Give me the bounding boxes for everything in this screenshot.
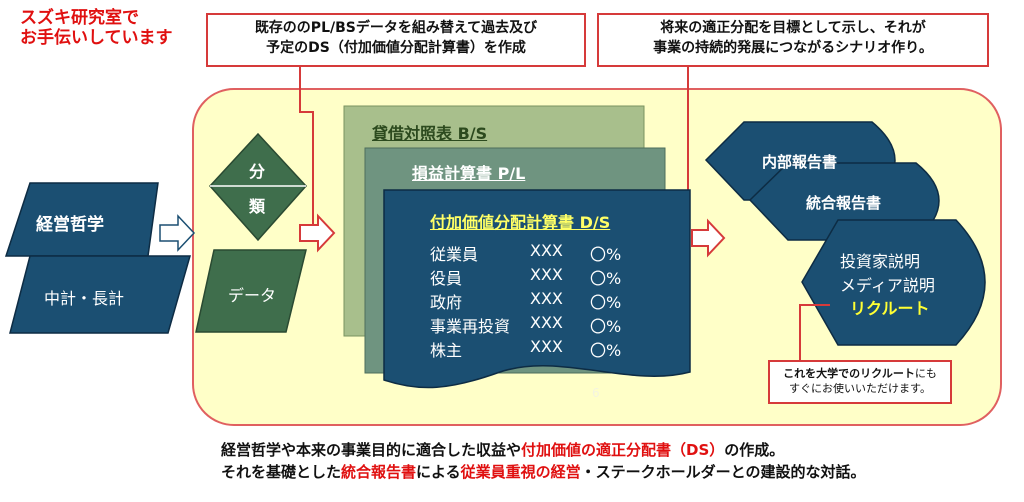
studio-title-line-1: スズキ研究室で xyxy=(20,8,139,28)
ds-row-pct: 〇% xyxy=(590,341,622,360)
ds-row-pct: 〇% xyxy=(590,293,622,312)
plans-shape xyxy=(9,255,191,334)
recruit-label: リクルート xyxy=(850,299,930,318)
recruit-note-line-1: これを大学でのリクルートにも xyxy=(770,366,950,381)
recruit-connector xyxy=(799,304,830,362)
bottom-line-2-red-1: 統合報告書 xyxy=(341,463,417,481)
recruit-note-line-2: すぐにお使いいただけます。 xyxy=(789,382,931,395)
ds-document xyxy=(383,189,691,389)
bottom-line-2-c: ・ステークホールダーとの建設的な対話。 xyxy=(580,463,866,481)
ds-row-pct: 〇% xyxy=(590,269,622,288)
ds-row-name: 株主 xyxy=(430,341,463,360)
classify-diamond xyxy=(208,132,308,242)
pl-title: 損益計算書 P/L xyxy=(412,164,526,183)
media-label: メディア説明 xyxy=(840,276,935,295)
data-shape xyxy=(195,249,307,333)
investor-label: 投資家説明 xyxy=(840,252,921,271)
recruit-note-rest: にも xyxy=(914,367,937,380)
internal-report-label: 内部報告書 xyxy=(762,153,838,171)
bottom-line-2-red-2: 従業員重視の経営 xyxy=(460,463,581,481)
callout-left-connector xyxy=(299,67,314,225)
callout-right-line-1: 将来の適正分配を目標として示し、それが xyxy=(660,20,926,36)
investor-report-shape xyxy=(801,219,986,346)
ds-row-amount: XXX xyxy=(530,313,563,332)
page-marker: 6 xyxy=(592,386,600,400)
ds-row-name: 政府 xyxy=(430,293,463,312)
recruit-note-bold: これを大学でのリクルート xyxy=(783,367,915,380)
callout-scenario: 将来の適正分配を目標として示し、それが 事業の持続的発展につながるシナリオ作り。 xyxy=(597,13,989,67)
ds-row-amount: XXX xyxy=(530,265,563,284)
ds-row-pct: 〇% xyxy=(590,317,622,336)
callout-left-line-1: 既存ののPL/BSデータを組み替えて過去及び xyxy=(254,20,538,36)
ds-row-amount: XXX xyxy=(530,241,563,260)
bottom-line-1-b: の作成。 xyxy=(724,441,785,459)
data-label: データ xyxy=(228,286,277,305)
integrated-report-label: 統合報告書 xyxy=(806,194,882,212)
ds-row-pct: 〇% xyxy=(590,245,622,264)
bottom-line-1-red: 付加価値の適正分配書（DS） xyxy=(521,441,725,459)
bottom-line-2-a: それを基礎とした xyxy=(221,463,342,481)
studio-title-line-2: お手伝いしています xyxy=(20,28,173,48)
plans-label: 中計・長計 xyxy=(44,289,125,308)
arrow-to-classify xyxy=(159,214,196,252)
ds-row-amount: XXX xyxy=(530,289,563,308)
arrow-to-statements xyxy=(299,213,336,253)
ds-title: 付加価値分配計算書 D/S xyxy=(430,213,611,232)
classify-label-1: 分 xyxy=(249,162,266,181)
bs-title: 貸借対照表 B/S xyxy=(372,124,488,143)
studio-title: スズキ研究室で お手伝いしています xyxy=(20,8,220,48)
recruit-note: これを大学でのリクルートにも すぐにお使いいただけます。 xyxy=(768,360,952,404)
bottom-line-2: それを基礎とした統合報告書による従業員重視の経営・ステークホールダーとの建設的な… xyxy=(221,461,1011,483)
bottom-line-2-b: による xyxy=(416,463,461,481)
callout-right-line-2: 事業の持続的発展につながるシナリオ作り。 xyxy=(653,40,933,56)
bottom-line-1: 経営哲学や本来の事業目的に適合した収益や付加価値の適正分配書（DS）の作成。 xyxy=(221,439,1011,461)
ds-row-name: 役員 xyxy=(430,269,463,288)
philosophy-label: 経営哲学 xyxy=(36,215,104,235)
arrow-to-reports xyxy=(691,218,726,258)
bottom-caption: 経営哲学や本来の事業目的に適合した収益や付加価値の適正分配書（DS）の作成。 そ… xyxy=(221,439,1011,483)
bottom-line-1-a: 経営哲学や本来の事業目的に適合した収益や xyxy=(221,441,522,459)
ds-row-name: 従業員 xyxy=(430,245,479,264)
ds-row-name: 事業再投資 xyxy=(430,317,511,336)
ds-row-amount: XXX xyxy=(530,337,563,356)
callout-ds-creation: 既存ののPL/BSデータを組み替えて過去及び 予定のDS（付加価値分配計算書）を… xyxy=(206,13,586,67)
classify-label-2: 類 xyxy=(249,197,266,216)
callout-left-line-2: 予定のDS（付加価値分配計算書）を作成 xyxy=(266,40,526,56)
